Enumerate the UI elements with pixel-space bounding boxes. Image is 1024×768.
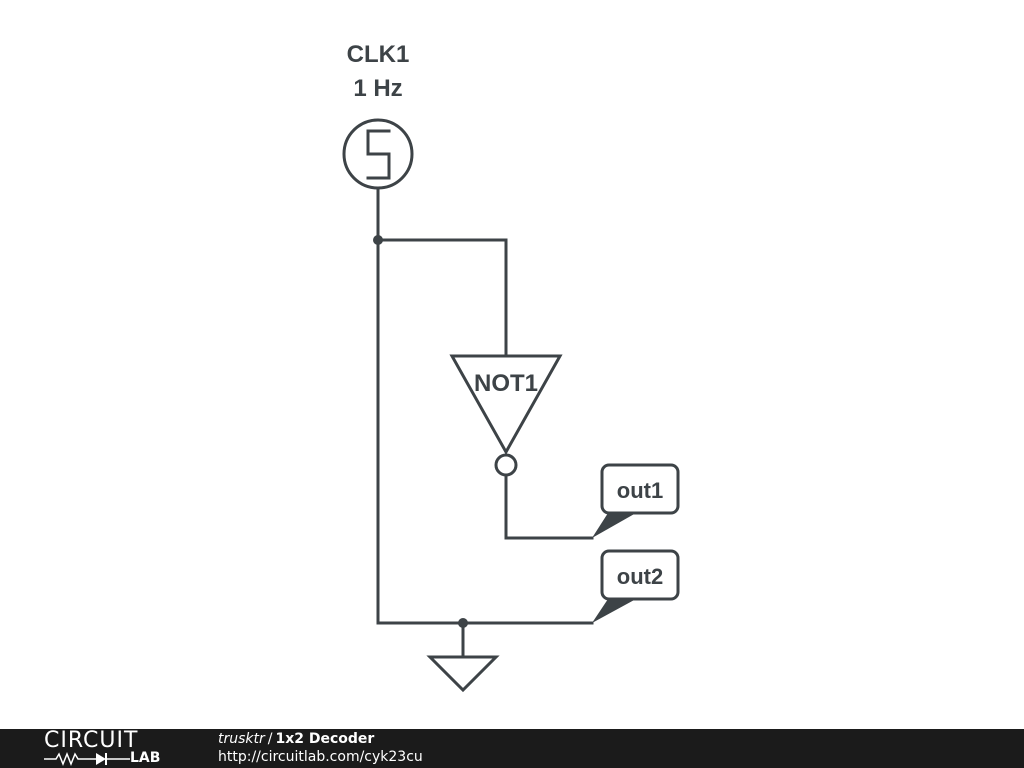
not-gate-label: NOT1 xyxy=(474,370,538,397)
wire-not-output xyxy=(504,474,594,540)
output-probe-out2[interactable]: out2 xyxy=(592,549,680,623)
title-separator: / xyxy=(267,731,273,747)
circuitlab-logo-sub: LAB xyxy=(130,750,161,766)
footer-title: trusktr/1x2 Decoder xyxy=(218,731,374,747)
author-link[interactable]: trusktr xyxy=(218,731,265,747)
clock-name-label: CLK1 xyxy=(347,41,410,68)
wires xyxy=(376,186,594,659)
square-wave-icon xyxy=(366,129,391,180)
probe-pointer xyxy=(592,599,636,623)
resistor-diode-icon xyxy=(44,752,130,766)
wire-to-not-input xyxy=(376,238,508,358)
clock-source[interactable] xyxy=(342,118,414,190)
junction-dot-bottom xyxy=(458,618,468,628)
probe-pointer xyxy=(592,513,636,538)
junction-dot-top xyxy=(373,235,383,245)
output-label-out2: out2 xyxy=(617,564,663,589)
circuit-url-link[interactable]: http://circuitlab.com/cyk23cu xyxy=(218,749,423,765)
circuit-name[interactable]: 1x2 Decoder xyxy=(275,731,375,747)
ground-icon[interactable] xyxy=(426,655,500,693)
clock-frequency-label: 1 Hz xyxy=(353,75,402,102)
output-probe-out1[interactable]: out1 xyxy=(592,463,680,538)
circuitlab-logo-text[interactable]: CIRCUIT xyxy=(44,728,139,753)
not-gate[interactable] xyxy=(449,354,563,477)
output-label-out1: out1 xyxy=(617,478,663,503)
footer-bar: CIRCUIT LAB trusktr/1x2 Decoder http://c… xyxy=(0,729,1024,768)
